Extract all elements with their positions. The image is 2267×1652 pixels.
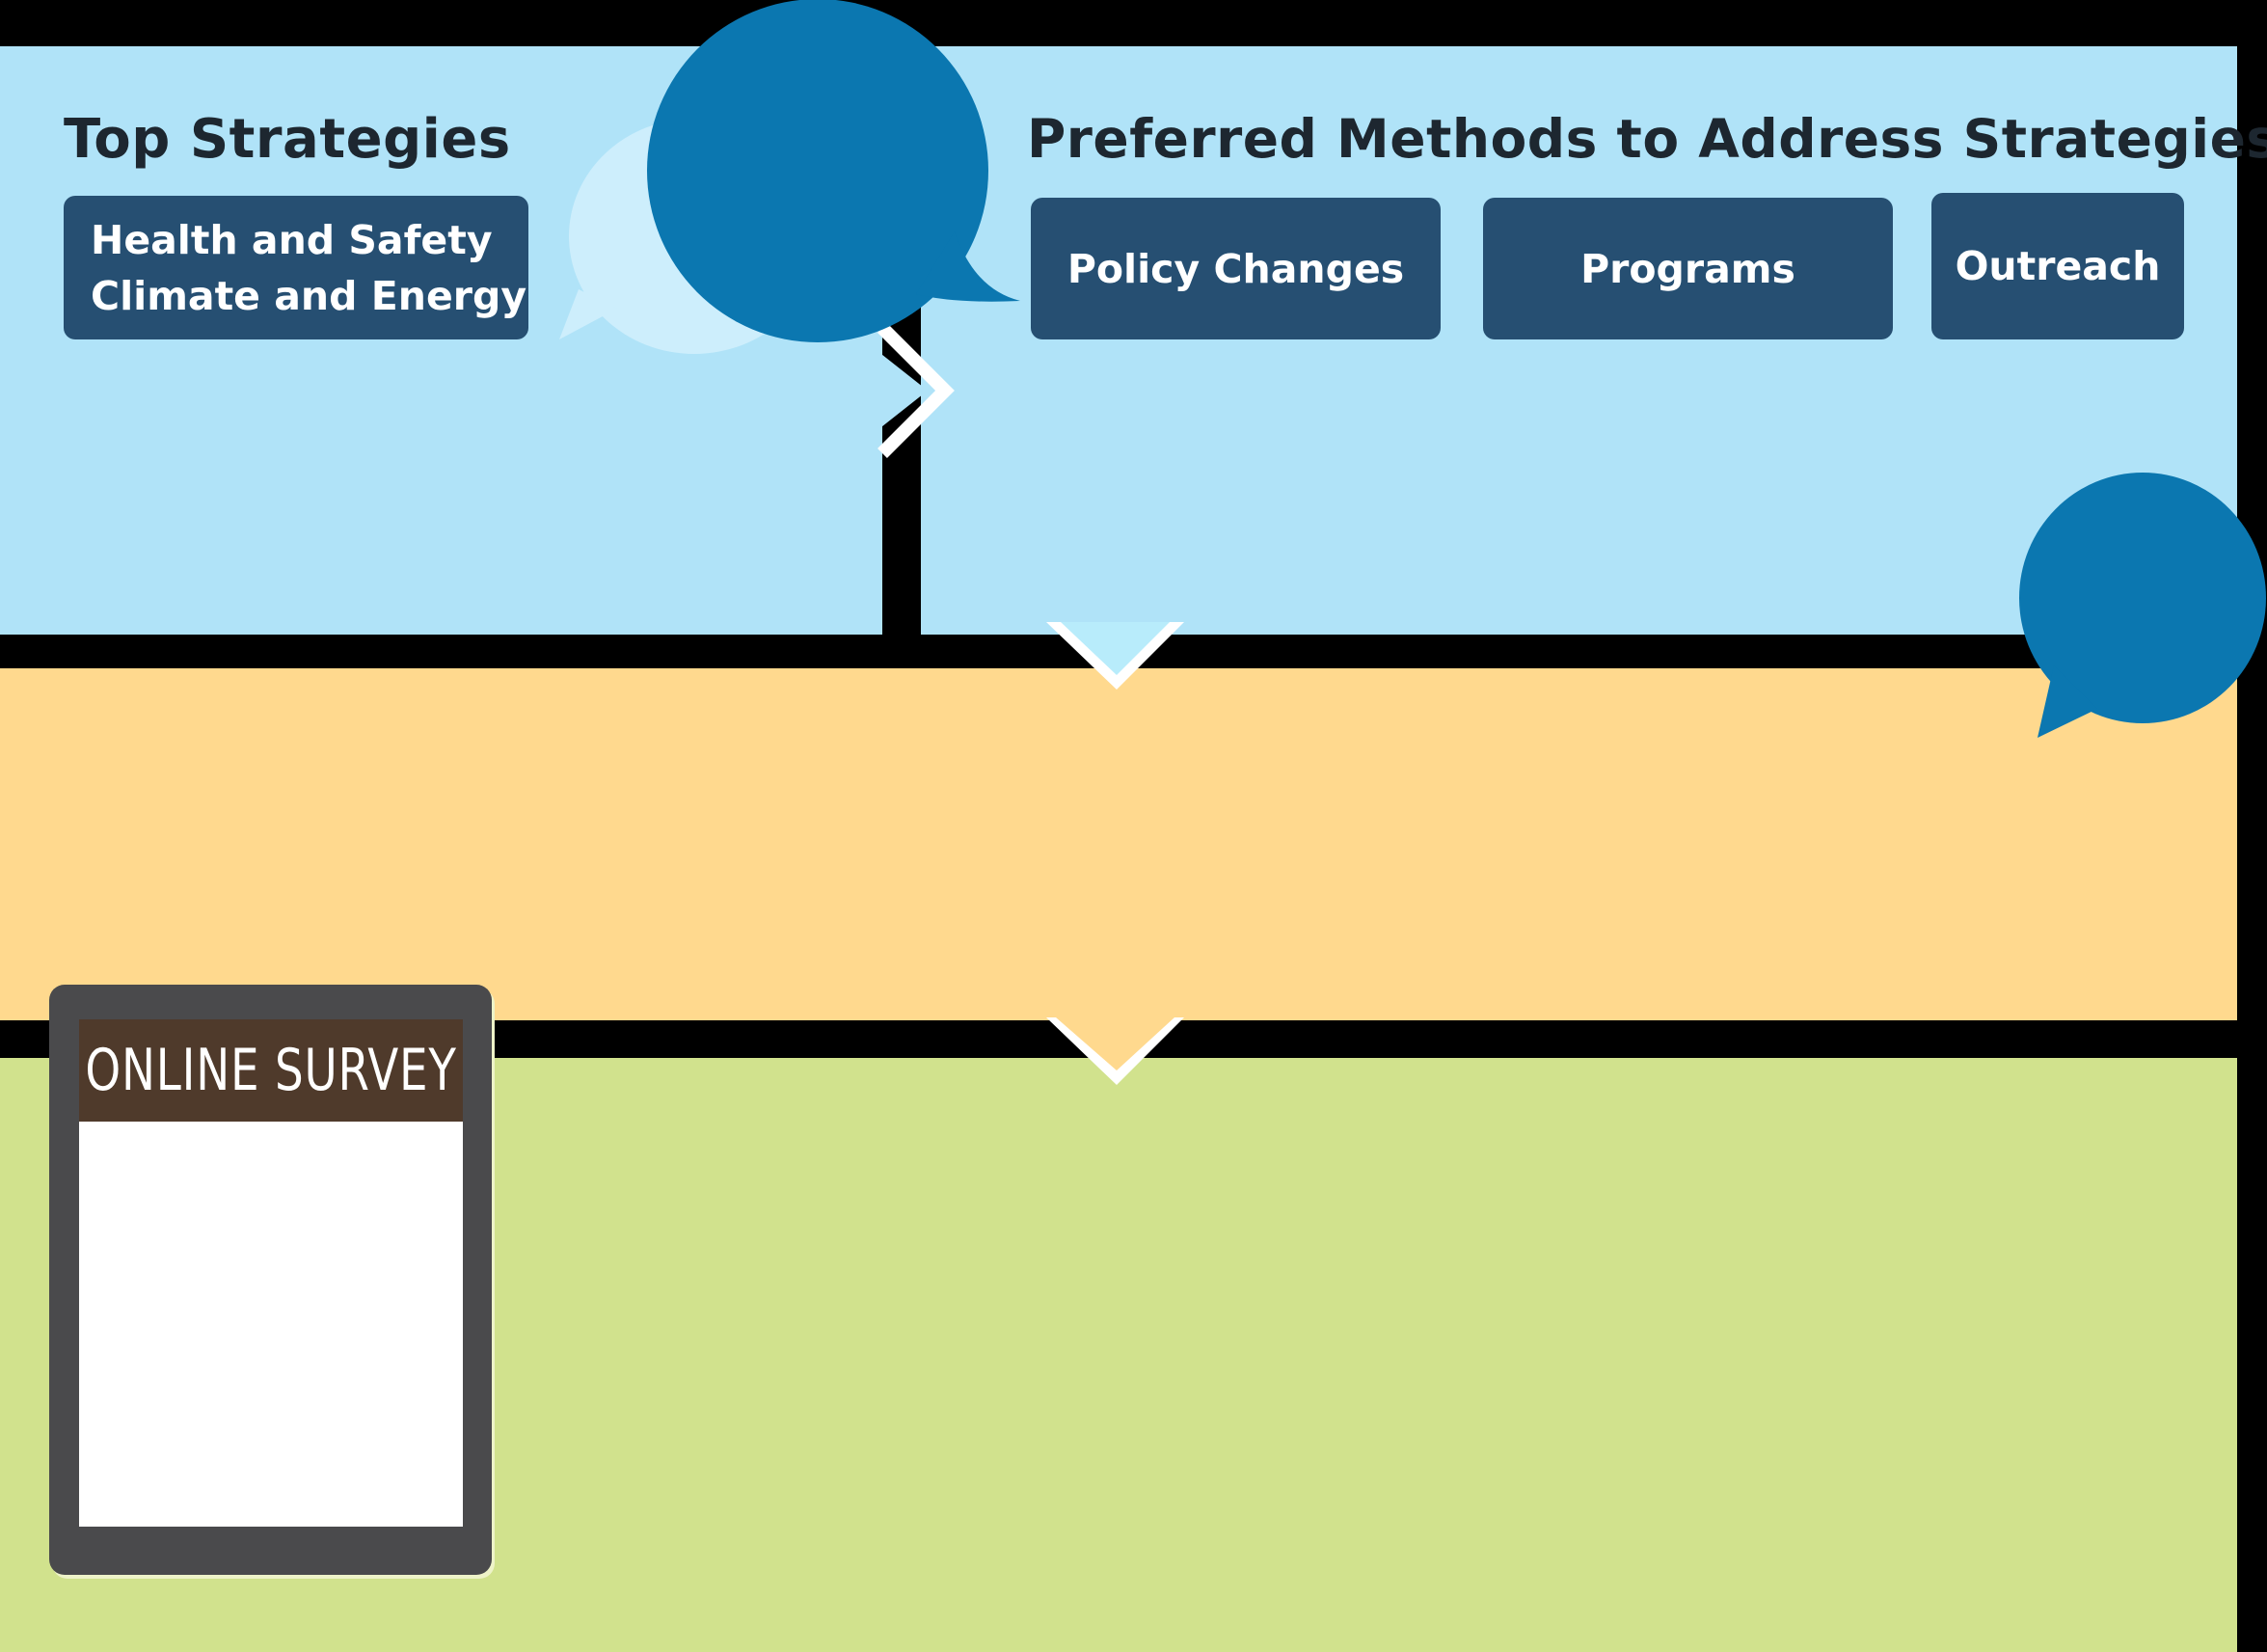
strategy-item: Climate and Energy [91,272,527,319]
method-label: Outreach [1955,243,2161,289]
strategies-box: Health and Safety Climate and Energy [64,196,528,339]
middle-panel [0,668,2237,1020]
survey-header: ONLINE SURVEY [79,1019,463,1122]
strategy-item: Health and Safety [91,216,493,263]
method-box-outreach: Outreach [1931,193,2184,339]
chevron-down-icon [1046,1017,1184,1085]
chevron-down-icon [1046,622,1184,690]
method-box-policy-changes: Policy Changes [1031,198,1441,339]
tablet-icon: ONLINE SURVEY [49,985,492,1575]
method-label: Policy Changes [1066,245,1405,292]
top-strategies-heading: Top Strategies [64,108,511,171]
preferred-methods-heading: Preferred Methods to Address Strategies [1027,108,2267,170]
chevron-right-icon [873,323,955,458]
tablet-screen [79,1122,463,1527]
speech-bubble-icon [2019,473,2266,738]
preferred-methods-panel [921,46,2237,635]
speech-bubble-icon [647,0,1020,342]
method-box-programs: Programs [1483,198,1893,339]
method-label: Programs [1580,245,1795,292]
survey-label: ONLINE SURVEY [85,1037,457,1104]
